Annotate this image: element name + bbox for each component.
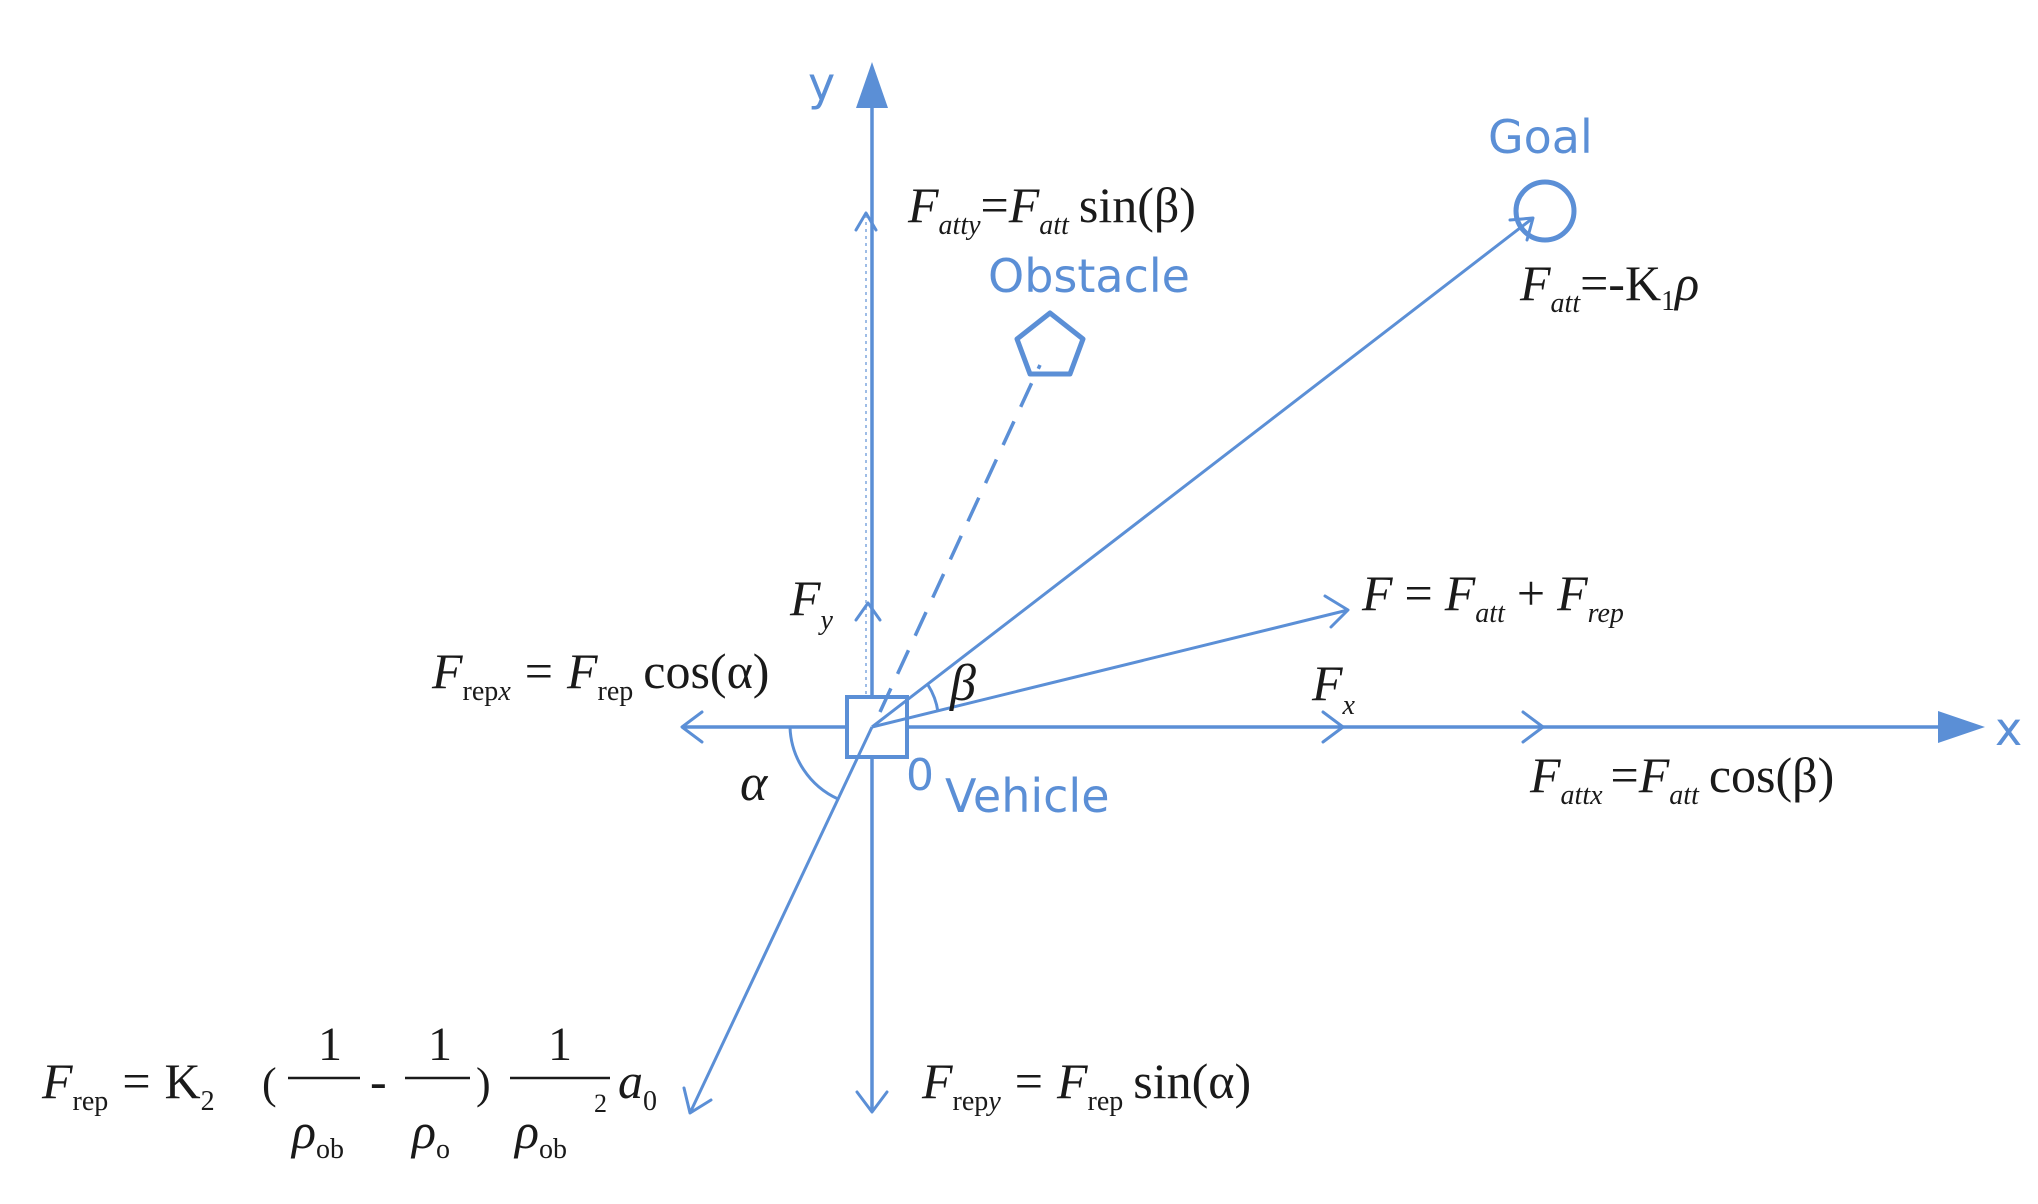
svg-text:2: 2 [594, 1089, 607, 1118]
alpha-label: α [740, 755, 769, 812]
svg-text:-: - [370, 1053, 387, 1109]
obstacle-label: Obstacle [988, 249, 1190, 303]
resultant-vector-line [871, 608, 1349, 729]
repulsive-vector-arrowhead [682, 1086, 713, 1115]
f-att-y-arrowhead [854, 211, 878, 232]
x-axis-arrowhead [1938, 711, 1985, 743]
f-y-arrowhead [854, 601, 882, 622]
origin-label: 0 [906, 750, 934, 801]
f-rep-y-arrowhead [855, 1090, 889, 1114]
svg-text:1: 1 [318, 1018, 342, 1071]
f-x-arrowhead [1321, 710, 1345, 744]
beta-angle-arc [926, 684, 940, 713]
f-att-equation: Fatt=-K1ρ [1519, 255, 1699, 319]
f-att-x-arrowhead [1521, 710, 1545, 744]
svg-text:Frep=K2: Frep=K2 [41, 1053, 215, 1117]
f-y-label: Fy [789, 570, 834, 636]
beta-label: β [949, 655, 976, 712]
svg-text:ρo: ρo [410, 1103, 450, 1165]
f-rep-equation: Frep=K2 ( 1 ρob - 1 ρo ) 1 ρob 2 a0 [41, 1018, 657, 1165]
svg-text:): ) [476, 1059, 491, 1108]
repulsive-vector-line [688, 726, 874, 1114]
alpha-angle-arc [788, 726, 839, 801]
f-total-equation: F=Fatt+Frep [1361, 565, 1624, 629]
svg-text:1: 1 [428, 1018, 452, 1071]
svg-text:ρob: ρob [290, 1103, 344, 1165]
svg-text:a0: a0 [618, 1053, 657, 1117]
y-axis-arrowhead [856, 62, 888, 108]
svg-text:ρob: ρob [513, 1103, 567, 1165]
y-axis-label: y [808, 57, 835, 111]
obstacle-dashed-line [878, 364, 1042, 713]
f-x-label: Fx [1311, 655, 1356, 721]
f-rep-x-arrowhead [680, 710, 704, 744]
goal-label: Goal [1488, 110, 1593, 164]
vehicle-label: Vehicle [945, 769, 1110, 823]
resultant-vector-arrowhead [1323, 594, 1350, 629]
x-axis-label: x [1995, 702, 2022, 756]
svg-text:1: 1 [548, 1018, 572, 1071]
goal-vector-line [871, 216, 1534, 729]
goal-marker [1513, 179, 1577, 243]
svg-text:(: ( [262, 1059, 277, 1108]
obstacle-marker [1014, 310, 1086, 377]
